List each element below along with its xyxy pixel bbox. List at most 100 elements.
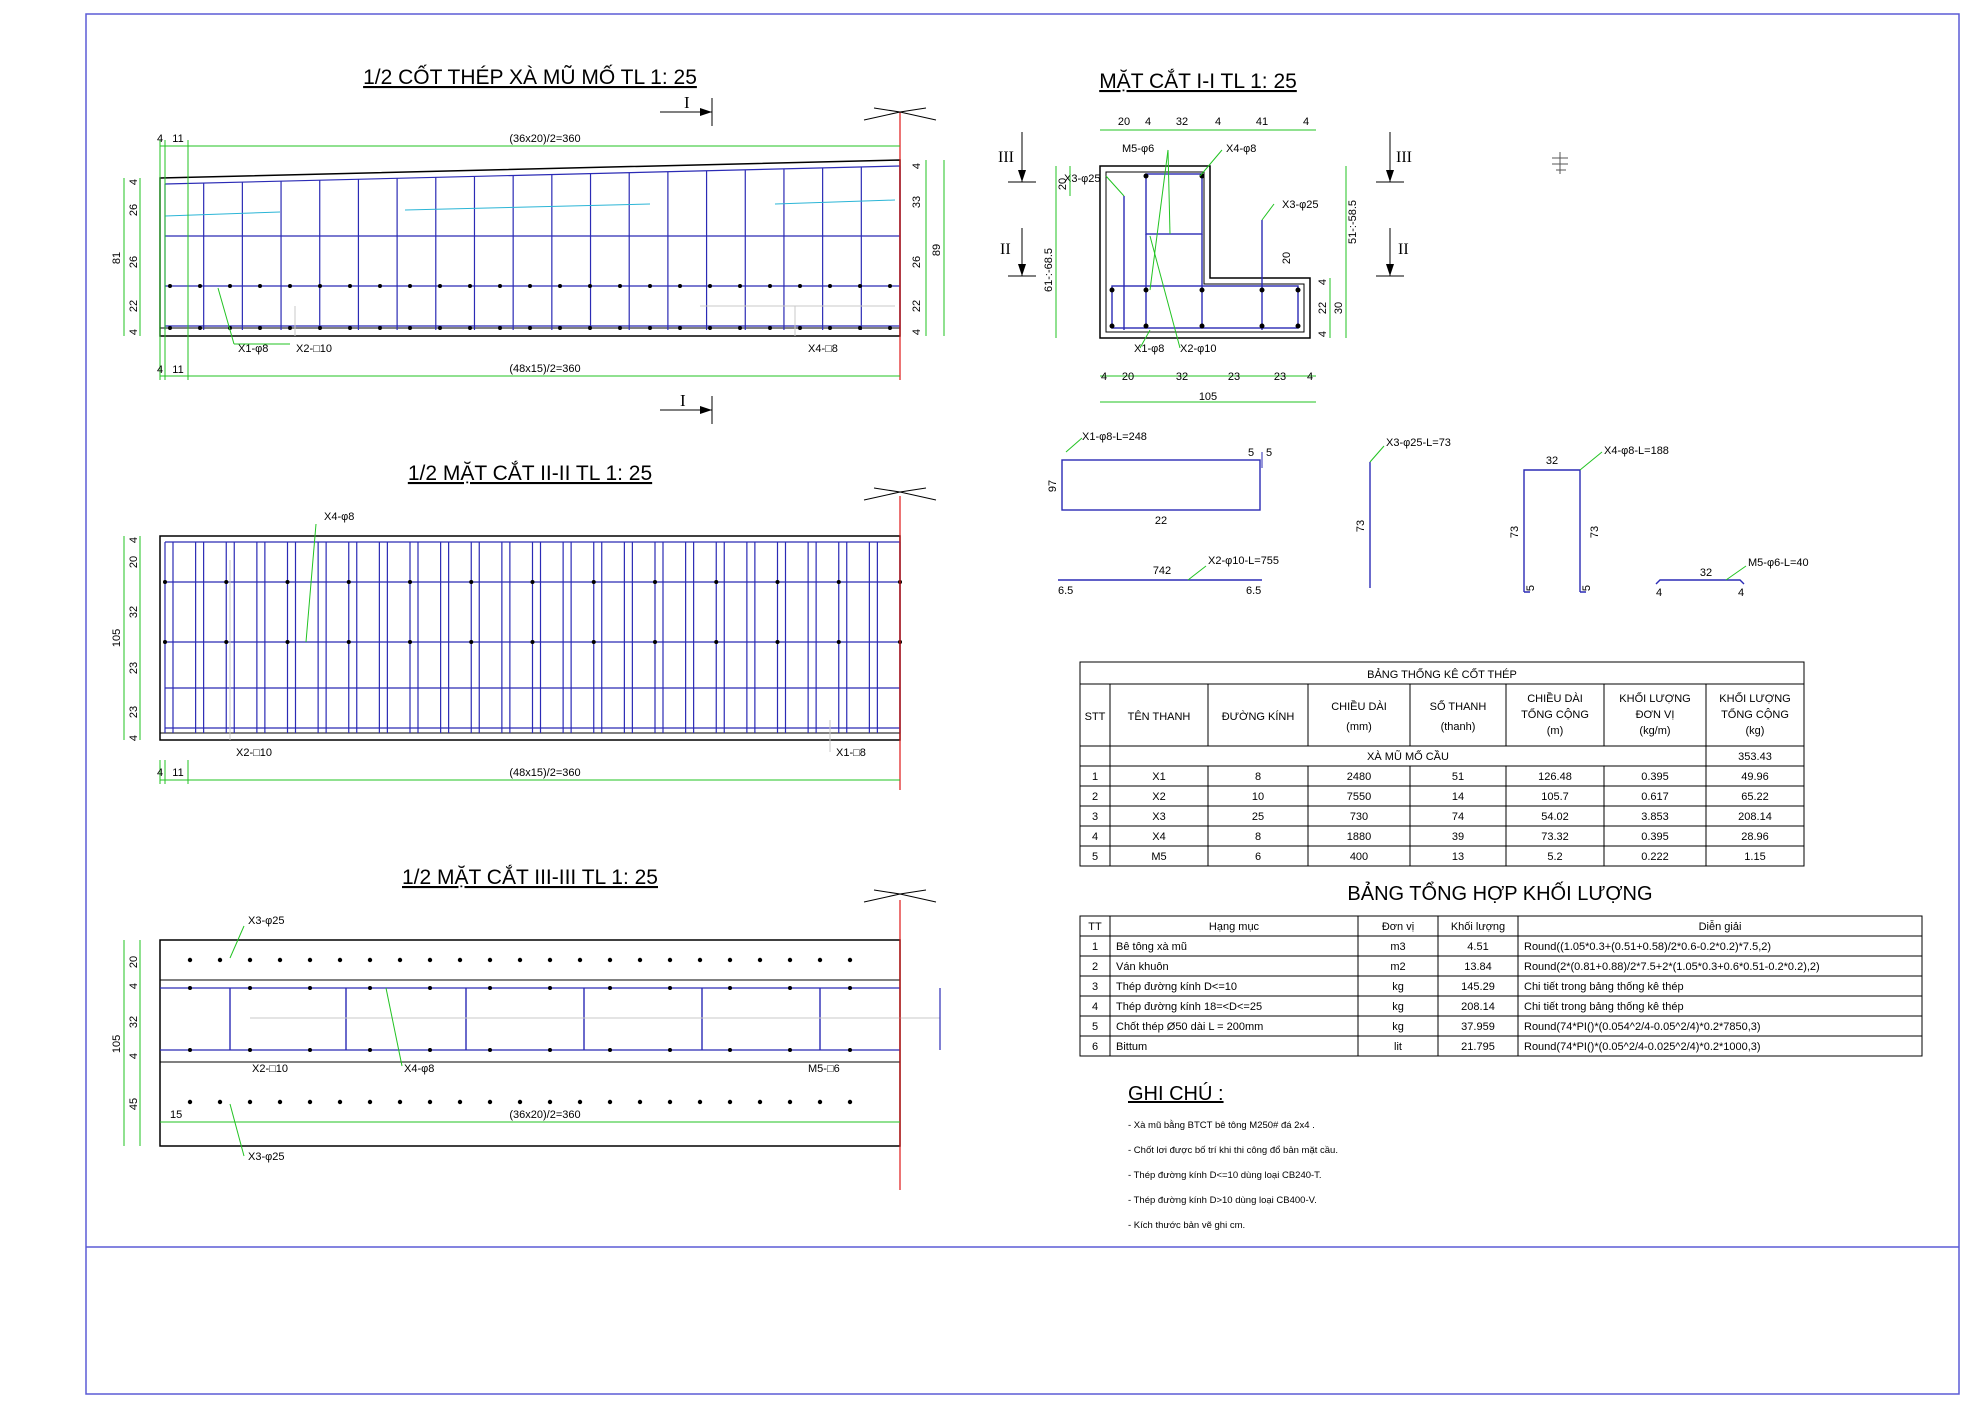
cut-mark-label: I [680,391,686,410]
dim-bottom: (48x15)/2=360 [509,767,580,779]
plan-title: 1/2 CỐT THÉP XÀ MŨ MỐ TL 1: 25 [363,65,697,89]
bar-dot [668,1048,672,1052]
cut-mark-label: I [684,93,690,112]
bar-dot [188,1048,192,1052]
qty-table-cell: 4.51 [1467,941,1488,953]
bar-dot [348,326,352,330]
rebar-table-cell: 1880 [1347,831,1371,843]
qty-table-cell: 5 [1092,1021,1098,1033]
bar-dot [277,957,283,963]
dim-total: 105 [1199,391,1217,403]
label-x2: X2-φ10 [1180,343,1217,355]
bar-dot [517,1099,523,1105]
bar-x1-dim: 5 [1266,447,1272,459]
rebar-table-cell: 5.2 [1547,851,1562,863]
rebar-table-cell: 28.96 [1741,831,1769,843]
bar-x1-label: X1-φ8-L=248 [1082,431,1147,443]
qty-table-cell: Chi tiết trong bảng thống kê thép [1524,981,1684,993]
bar-x4-dim: 5 [1581,585,1593,591]
section-1-inner [1105,171,1305,333]
bar-dot [488,1048,492,1052]
rebar-table-group: XÀ MŨ MỐ CẦU [1367,749,1449,763]
dim-left-total: 105 [111,629,123,647]
section-2-dimensions [123,536,900,784]
symmetry-icon [863,889,937,903]
bar-dot [678,326,682,330]
bar-dot [367,957,373,963]
bar-x4-dim: 32 [1546,455,1558,467]
bar-dot [738,284,742,288]
bar-dot [163,580,167,584]
bar-dot [285,580,290,584]
bar-dot [848,986,852,990]
rebar-table-cell: 4 [1092,831,1098,843]
section-2-view: 1/2 MẶT CẮT II-II TL 1: 25 4 20 32 23 23… [111,461,937,790]
qty-table-cell: 4 [1092,1001,1098,1013]
bar-dot [428,1048,432,1052]
rebar-table-cell: 14 [1452,791,1464,803]
qty-table-cell: Bittum [1116,1041,1147,1053]
bar-dot [775,640,780,644]
bar-dot [517,957,523,963]
section-1-outline [1099,165,1311,339]
bar-dot [530,580,535,584]
bar-dot [258,284,262,288]
rebar-table-cell: 6 [1255,851,1261,863]
bar-dot [187,957,193,963]
bar-dot [548,986,552,990]
bar-dot [653,580,657,584]
dim-bottom: 4 [1307,371,1313,383]
bar-dot [228,284,232,288]
dim-left: 4 [128,735,140,741]
rebar-table-group-total: 353.43 [1738,751,1772,763]
qty-table-cell: 3 [1092,981,1098,993]
dim-right: 4 [1317,279,1329,285]
leader-line [305,523,317,643]
bar-m5-dim: 4 [1738,587,1744,599]
dim-15: 15 [170,1109,182,1121]
bar-dot [168,284,172,288]
bar-dot [217,1099,223,1105]
bar-dot [607,1099,613,1105]
bar-dot [397,957,403,963]
bar-dot [427,957,433,963]
rebar-table-cell: 13 [1452,851,1464,863]
rebar-table-header: (kg/m) [1639,725,1670,737]
dim-left: 4 [128,179,140,185]
bar-x2-dim: 6.5 [1246,585,1261,597]
qty-table-cell: lit [1394,1041,1402,1053]
rebar-table-cell: 208.14 [1738,811,1772,823]
section-1-leaders [1105,149,1275,349]
rebar-table-cell: X1 [1152,771,1165,783]
rebar-table-cell: 65.22 [1741,791,1769,803]
bar-x2-label: X2-φ10-L=755 [1208,555,1279,567]
dim-left: 4 [128,537,140,543]
rebar-statistics-table: BẢNG THỐNG KÊ CỐT THÉP STT TÊN THANH ĐƯỜ… [1079,661,1805,867]
dim-right: 26 [911,256,923,268]
note-item: - Thép đường kính D>10 dùng loại CB400-V… [1128,1195,1317,1206]
rebar-table-header: (kg) [1746,725,1765,737]
qty-table-header: TT [1088,921,1102,933]
bar-dot [667,957,673,963]
rebar-table-header: KHỐI LƯỢNG [1719,691,1790,705]
qty-table-cell: Round((1.05*0.3+(0.51+0.58)/2*0.6-0.2*0.… [1524,941,1771,953]
stirrup-note-line [774,199,896,205]
qty-table-cell: Bê tông xà mũ [1116,941,1187,953]
rebar-table-cell: 54.02 [1541,811,1569,823]
bar-x1-shape [1061,459,1261,511]
bar-dot [667,1099,673,1105]
note-item: - Thép đường kính D<=10 dùng loại CB240-… [1128,1170,1322,1181]
qty-table-cell: 13.84 [1464,961,1492,973]
qty-table-header: Hạng mục [1209,921,1260,933]
rebar-table-header: (thanh) [1441,721,1476,733]
leader-line [385,987,403,1067]
bar-dot [468,284,472,288]
rebar-table-header: SỐ THANH [1430,699,1487,713]
bar-dot [798,326,802,330]
dim-left: 20 [128,556,140,568]
qty-table-title: BẢNG TỔNG HỢP KHỐI LƯỢNG [1347,881,1652,905]
bar-dot [757,1099,763,1105]
bar-dot [408,326,412,330]
bar-dot [558,326,562,330]
